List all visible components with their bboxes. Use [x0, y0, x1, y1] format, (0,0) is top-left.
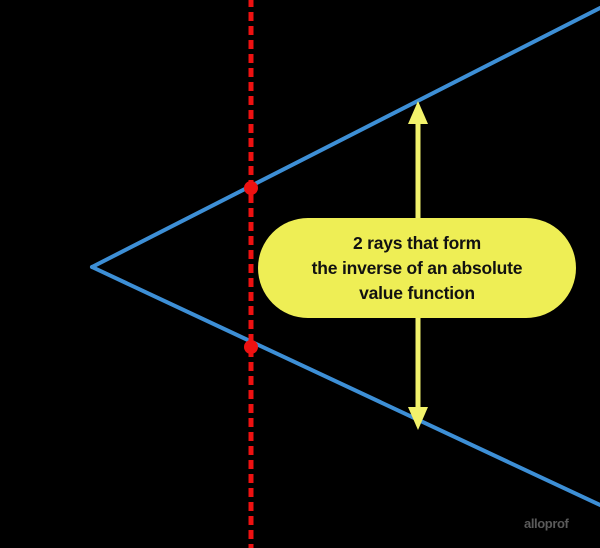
intersection-point-group: [244, 181, 258, 354]
upper-ray: [90, 6, 600, 269]
watermark-alloprof: alloprof: [524, 516, 569, 531]
upper-intersection-point: [244, 181, 258, 195]
lower-intersection-point: [244, 340, 258, 354]
arrow-head-up-icon: [408, 101, 428, 124]
callout-text: 2 rays that form the inverse of an absol…: [311, 232, 523, 303]
lower-ray: [90, 265, 600, 507]
arrow-head-down-icon: [408, 407, 428, 430]
2-rays-callout: 2 rays that form the inverse of an absol…: [258, 218, 576, 318]
ray-group: [90, 6, 600, 507]
